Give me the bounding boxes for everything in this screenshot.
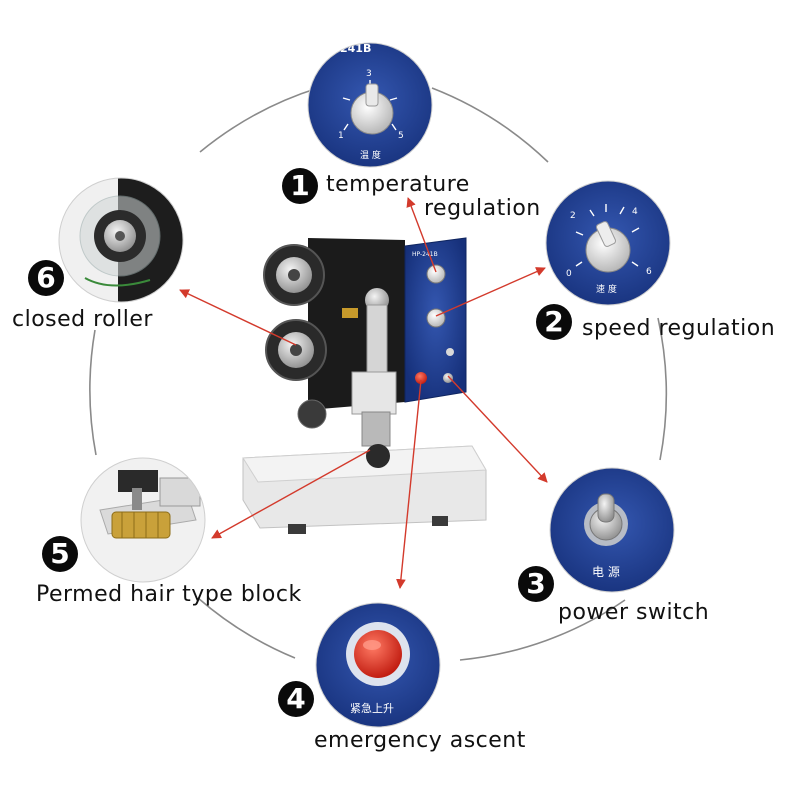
panel-model-text: HP-241B [412,251,438,258]
callout-label-2: speed regulation [582,316,776,341]
callout-badge-6: 6 [28,260,64,296]
callout-label-3: power switch [558,600,710,625]
detail-temperature-dial: 241B 1 3 5 温 度 [308,43,432,167]
emergency-button-caption: 紧急上升 [350,701,394,715]
detail-emergency-button: 紧急上升 [316,603,440,727]
detail-type-block [81,458,205,582]
callout-badge-5: 5 [42,536,78,572]
callout-label-1-line-1: temperature [326,172,470,197]
detail-speed-dial: 0 2 4 6 速 度 [546,181,670,305]
speed-scale-6: 6 [646,267,652,277]
speed-scale-4: 4 [632,207,638,217]
callout-label-5: Permed hair type block [36,582,302,607]
callout-label-4: emergency ascent [314,728,526,753]
temp-dial-caption: 温 度 [360,149,381,161]
callout-badge-2: 2 [536,304,572,340]
pointer-arrows [179,197,548,589]
detail-power-switch: 电 源 [550,468,674,592]
power-switch-caption: 电 源 [592,565,620,579]
temp-scale-max: 5 [398,131,404,141]
callout-badge-1: 1 [282,168,318,204]
temp-scale-mid: 3 [366,69,372,79]
speed-scale-0: 0 [566,269,572,279]
speed-dial-caption: 速 度 [596,283,617,295]
callout-label-6: closed roller [12,307,153,332]
hot-stamp-coding-machine: HP-241B [242,237,487,534]
temp-scale-min: 1 [338,131,344,141]
callout-badge-3: 3 [518,566,554,602]
callout-label-1-line-2: regulation [424,196,541,221]
callout-badge-4: 4 [278,681,314,717]
speed-scale-2: 2 [570,211,576,221]
detail-closed-roller [59,178,183,302]
connector-ring [89,87,668,661]
